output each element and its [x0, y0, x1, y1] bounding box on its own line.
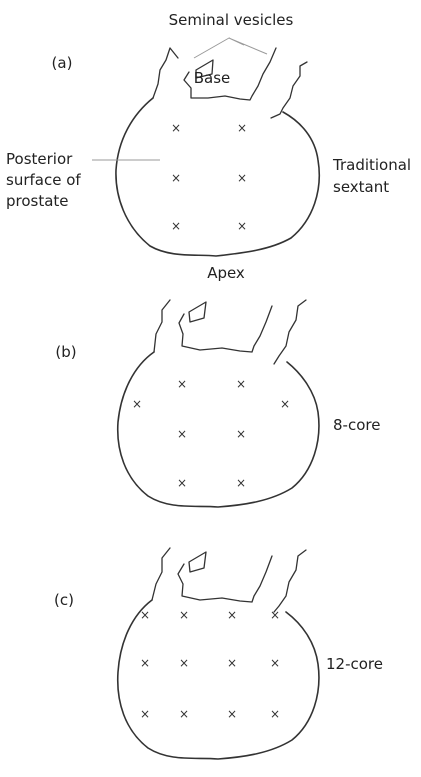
- biopsy-core-mark: ×: [237, 171, 247, 185]
- biopsy-core-mark: ×: [179, 656, 189, 670]
- seminal-vesicles-leader: [194, 38, 267, 58]
- biopsy-core-mark: ×: [140, 707, 150, 721]
- biopsy-core-mark: ×: [280, 397, 290, 411]
- panel-a-scheme-label-line1: Traditional: [332, 156, 411, 174]
- biopsy-core-mark: ×: [270, 656, 280, 670]
- biopsy-core-mark: ×: [227, 707, 237, 721]
- biopsy-core-mark: ×: [171, 171, 181, 185]
- panel-b-left-vesicle: [154, 300, 170, 352]
- biopsy-core-mark: ×: [177, 377, 187, 391]
- posterior-surface-label-line3: prostate: [6, 192, 69, 210]
- biopsy-core-mark: ×: [236, 377, 246, 391]
- base-label: Base: [194, 69, 231, 87]
- panel-a-label: (a): [52, 54, 73, 72]
- posterior-surface-label-line2: surface of: [6, 171, 81, 189]
- panel-a: Seminal vesicles (a) Base Posterior surf…: [6, 11, 411, 282]
- panel-b: (b) × × × × × × × × 8-core: [55, 300, 380, 507]
- panel-c-central-vesicle: [178, 552, 272, 602]
- panel-c-prostate-outline: [118, 600, 319, 759]
- panel-a-right-vesicle: [271, 62, 307, 118]
- biopsy-core-mark: ×: [270, 608, 280, 622]
- biopsy-core-mark: ×: [177, 476, 187, 490]
- panel-c-left-vesicle: [152, 548, 170, 600]
- biopsy-core-mark: ×: [236, 476, 246, 490]
- panel-c-scheme-label: 12-core: [326, 655, 383, 673]
- panel-b-prostate-outline: [118, 352, 319, 507]
- biopsy-core-mark: ×: [179, 707, 189, 721]
- panel-b-biopsy-cores: × × × × × × × ×: [132, 377, 290, 490]
- panel-b-scheme-label: 8-core: [333, 416, 380, 434]
- panel-c: (c) × × × × × × × × × × × × 12-core: [54, 548, 383, 759]
- biopsy-core-mark: ×: [270, 707, 280, 721]
- biopsy-core-mark: ×: [140, 608, 150, 622]
- panel-c-right-vesicle: [274, 550, 306, 612]
- panel-b-label: (b): [55, 343, 76, 361]
- posterior-surface-label-line1: Posterior: [6, 150, 73, 168]
- biopsy-core-mark: ×: [227, 656, 237, 670]
- biopsy-core-mark: ×: [132, 397, 142, 411]
- panel-b-central-vesicle: [179, 302, 272, 352]
- biopsy-core-mark: ×: [236, 427, 246, 441]
- seminal-vesicles-label: Seminal vesicles: [169, 11, 294, 29]
- panel-c-label: (c): [54, 591, 74, 609]
- panel-c-biopsy-cores: × × × × × × × × × × × ×: [140, 608, 280, 721]
- panel-a-left-vesicle: [153, 48, 178, 98]
- panel-b-right-vesicle: [274, 300, 306, 364]
- panel-a-prostate-outline: [116, 98, 319, 256]
- apex-label: Apex: [207, 264, 245, 282]
- biopsy-core-mark: ×: [179, 608, 189, 622]
- panel-a-scheme-label-line2: sextant: [333, 178, 389, 196]
- biopsy-core-mark: ×: [171, 121, 181, 135]
- biopsy-core-mark: ×: [177, 427, 187, 441]
- biopsy-core-mark: ×: [171, 219, 181, 233]
- biopsy-core-mark: ×: [140, 656, 150, 670]
- biopsy-core-mark: ×: [237, 219, 247, 233]
- biopsy-core-mark: ×: [237, 121, 247, 135]
- panel-a-biopsy-cores: × × × × × ×: [171, 121, 247, 233]
- biopsy-core-mark: ×: [227, 608, 237, 622]
